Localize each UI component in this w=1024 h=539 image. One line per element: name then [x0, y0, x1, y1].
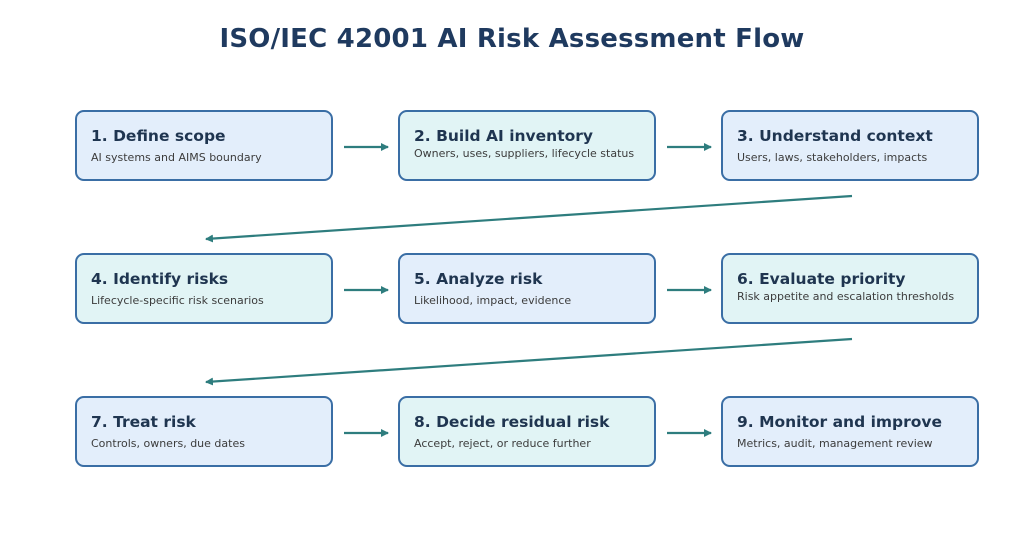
step-description: Likelihood, impact, evidence: [414, 294, 572, 307]
step-define-scope: 1. Define scope AI systems and AIMS boun…: [75, 110, 333, 181]
arrow-3-to-4: [205, 194, 853, 243]
step-title: 8. Decide residual risk: [414, 413, 610, 431]
step-identify-risks: 4. Identify risks Lifecycle-specific ris…: [75, 253, 333, 324]
step-decide-residual-risk: 8. Decide residual risk Accept, reject, …: [398, 396, 656, 467]
step-title: 3. Understand context: [737, 127, 933, 145]
step-title: 2. Build AI inventory: [414, 127, 593, 145]
step-build-ai-inventory: 2. Build AI inventory Owners, uses, supp…: [398, 110, 656, 181]
diagram-title: ISO/IEC 42001 AI Risk Assessment Flow: [219, 24, 805, 54]
step-evaluate-priority: 6. Evaluate priority Risk appetite and e…: [721, 253, 979, 324]
step-monitor-and-improve: 9. Monitor and improve Metrics, audit, m…: [721, 396, 979, 467]
arrow-6-to-7: [205, 337, 853, 386]
step-description: Risk appetite and escalation thresholds: [737, 290, 955, 303]
step-title: 5. Analyze risk: [414, 270, 543, 288]
step-description: Lifecycle-specific risk scenarios: [91, 294, 264, 307]
step-description: Users, laws, stakeholders, impacts: [737, 151, 928, 164]
step-title: 1. Define scope: [91, 127, 226, 145]
step-description: AI systems and AIMS boundary: [91, 151, 262, 164]
step-title: 6. Evaluate priority: [737, 270, 906, 288]
step-understand-context: 3. Understand context Users, laws, stake…: [721, 110, 979, 181]
step-description: Metrics, audit, management review: [737, 437, 933, 450]
step-description: Owners, uses, suppliers, lifecycle statu…: [414, 147, 635, 160]
step-analyze-risk: 5. Analyze risk Likelihood, impact, evid…: [398, 253, 656, 324]
step-title: 7. Treat risk: [91, 413, 196, 431]
step-title: 4. Identify risks: [91, 270, 229, 288]
step-title: 9. Monitor and improve: [737, 413, 943, 431]
step-treat-risk: 7. Treat risk Controls, owners, due date…: [75, 396, 333, 467]
step-description: Accept, reject, or reduce further: [414, 437, 591, 450]
step-description: Controls, owners, due dates: [91, 437, 245, 450]
